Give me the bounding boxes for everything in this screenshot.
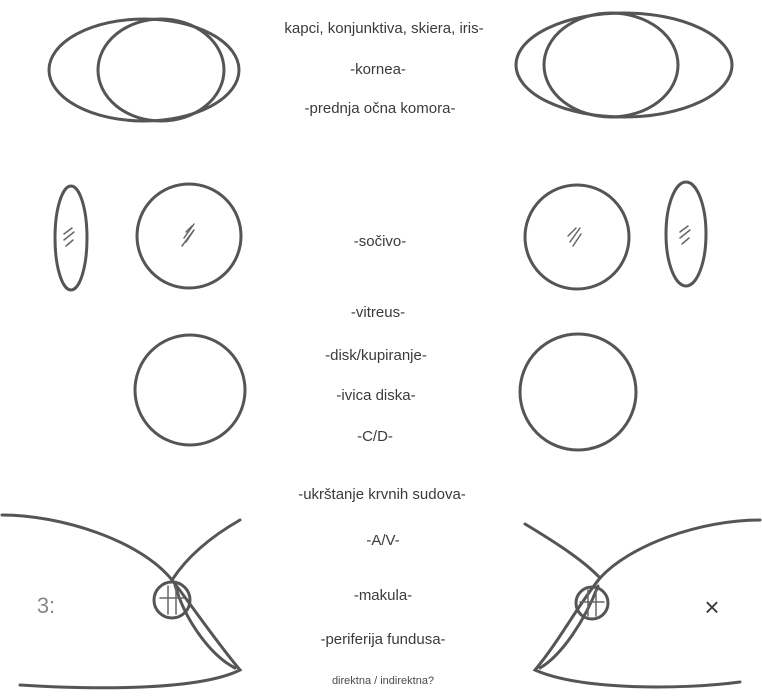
cornea-label: -kornea- [350,61,406,79]
right-fundus-sketch [525,520,760,687]
cd-ratio-label: -C/D- [357,428,393,446]
left-fundus-mark: 3: [37,593,55,619]
anterior-chamber-label: -prednja očna komora- [305,100,456,118]
right-optic-disc-sketch [520,334,636,450]
left-external-eye-sketch [49,19,239,121]
fundus-periphery-label: -periferija fundusa- [320,631,445,649]
right-lens-front-sketch [525,185,629,289]
left-lens-front-sketch [137,184,241,288]
right-lens-side-sketch [666,182,706,286]
right-fundus-x-mark: × [704,594,719,620]
vitreous-label: -vitreus- [351,304,405,322]
lens-label: -sočivo- [354,233,407,251]
lids-conjunctiva-sclera-iris-label: kapci, konjunktiva, skiera, iris- [284,20,483,38]
right-external-eye-sketch [516,13,732,117]
left-optic-disc-sketch [135,335,245,445]
direct-indirect-label: direktna / indirektna? [332,672,434,690]
vessel-crossing-label: -ukrštanje krvnih sudova- [298,486,466,504]
disc-rim-label: -ivica diska- [336,387,415,405]
disc-cupping-label: -disk/kupiranje- [325,347,427,365]
av-ratio-label: -A/V- [366,532,399,550]
macula-label: -makula- [354,587,412,605]
left-lens-side-sketch [55,186,87,290]
